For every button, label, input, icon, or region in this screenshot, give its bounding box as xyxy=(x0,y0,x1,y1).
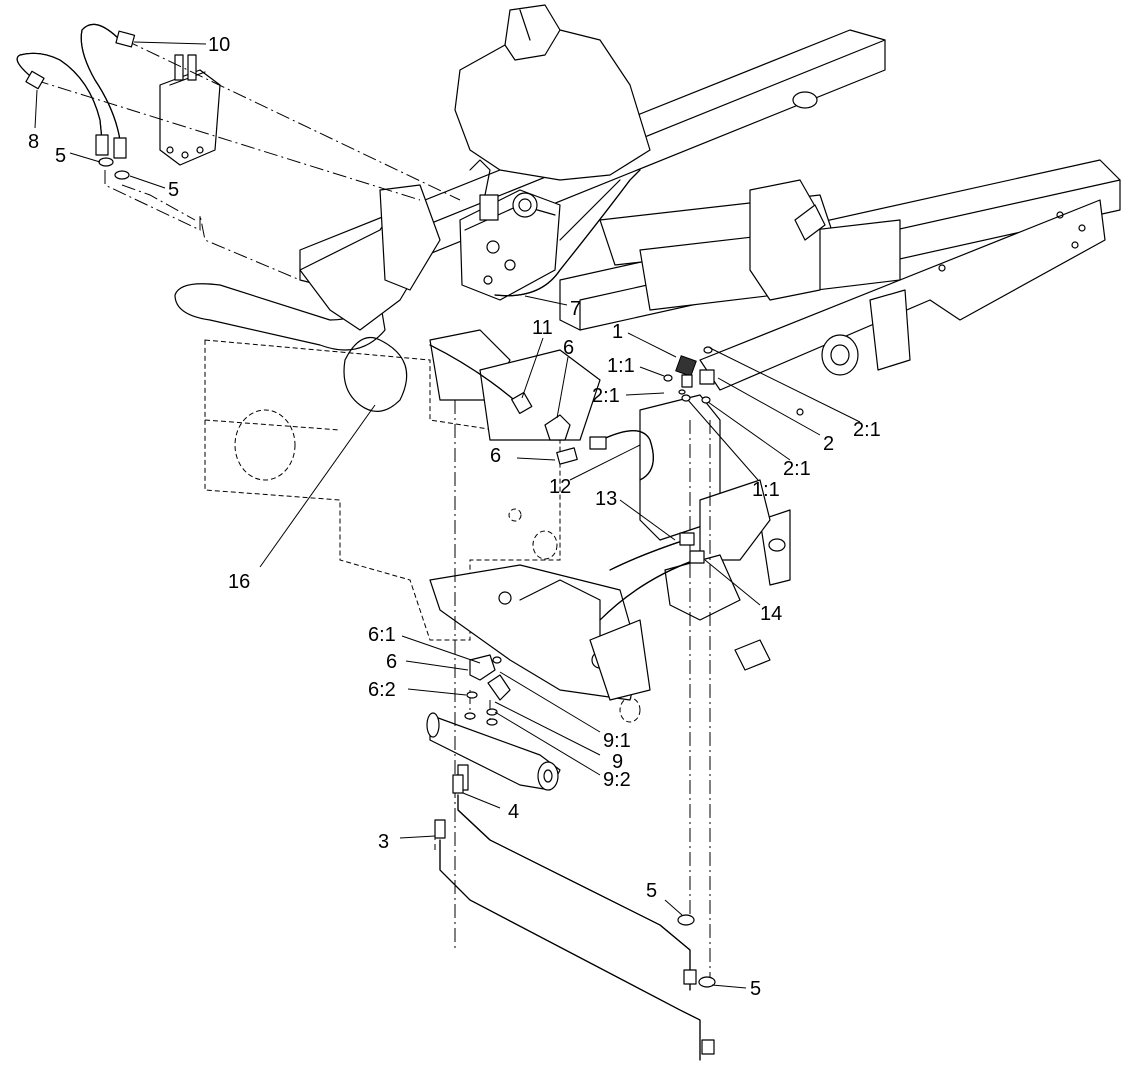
callout-5: 5 xyxy=(168,179,179,201)
hoses xyxy=(16,23,705,621)
callout-5: 5 xyxy=(646,880,657,902)
callout-5: 5 xyxy=(55,145,66,167)
callout-14: 14 xyxy=(760,603,782,625)
callout-12: 12 xyxy=(549,476,571,498)
callout-9-2: 9:2 xyxy=(603,769,631,791)
callout-2-1: 2:1 xyxy=(783,458,811,480)
callout-labels: 10 8 5 5 7 11 6 1 1:1 2:1 2:1 2 2:1 1:1 … xyxy=(28,34,881,1000)
front-frame xyxy=(174,184,771,723)
hose-13 xyxy=(609,539,686,571)
callout-6: 6 xyxy=(563,337,574,359)
callout-1-1: 1:1 xyxy=(607,355,635,377)
callout-2: 2 xyxy=(823,433,834,455)
lift-valve-assembly xyxy=(159,54,221,166)
callout-1-1: 1:1 xyxy=(752,479,780,501)
callout-6: 6 xyxy=(490,445,501,467)
steel-tubes xyxy=(434,774,716,1061)
lift-cylinder xyxy=(426,712,561,791)
callout-13: 13 xyxy=(595,488,617,510)
callout-6-2: 6:2 xyxy=(368,679,396,701)
callout-9: 9 xyxy=(612,751,623,773)
callout-2-1: 2:1 xyxy=(592,385,620,407)
callout-6-1: 6:1 xyxy=(368,624,396,646)
callout-7: 7 xyxy=(570,298,581,320)
callout-6: 6 xyxy=(386,651,397,673)
callout-4: 4 xyxy=(508,801,519,823)
callout-9-1: 9:1 xyxy=(603,730,631,752)
control-valve-block xyxy=(459,159,561,301)
fittings xyxy=(464,346,715,726)
callout-11: 11 xyxy=(532,317,553,339)
callout-8: 8 xyxy=(28,131,39,153)
callout-2-1: 2:1 xyxy=(853,419,881,441)
callout-10: 10 xyxy=(208,34,230,56)
callout-1: 1 xyxy=(612,321,623,343)
callout-5: 5 xyxy=(750,978,761,1000)
tube-3 xyxy=(439,839,701,1061)
callout-16: 16 xyxy=(228,571,250,593)
leader-lines xyxy=(34,41,861,989)
hydraulic-tank xyxy=(454,4,651,181)
explosion-lines xyxy=(34,39,711,980)
callout-3: 3 xyxy=(378,831,389,853)
